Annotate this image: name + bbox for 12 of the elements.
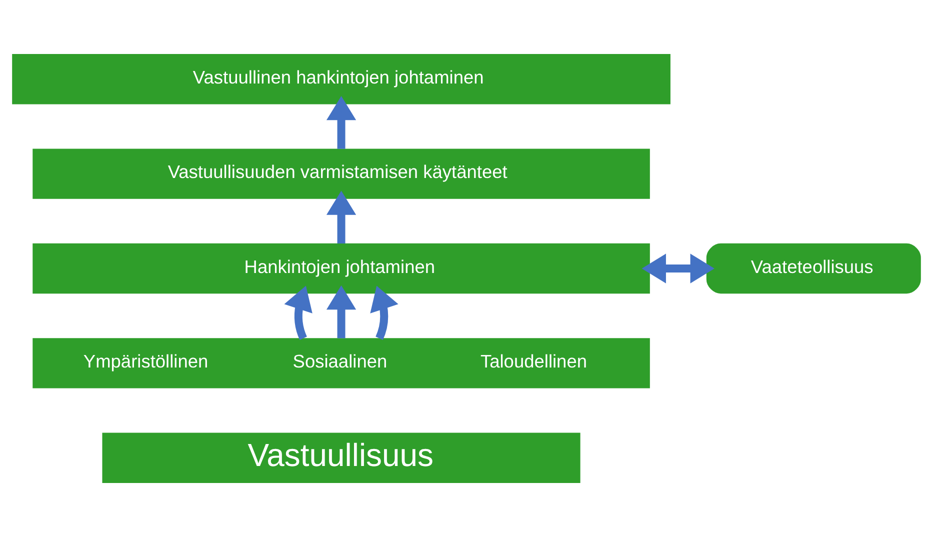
node-box: Ympäristöllinen Sosiaalinen Taloudellinen xyxy=(32,338,650,388)
arrow xyxy=(370,286,398,340)
node-box: Vastuullisuuden varmistamisen käytänteet xyxy=(32,148,650,199)
node-box: Vastuullisuus xyxy=(102,432,580,483)
arrow xyxy=(326,96,356,149)
node-box: Vaateteollisuus xyxy=(706,243,921,294)
node-box: Vastuullinen hankintojen johtaminen xyxy=(12,54,670,104)
node-box: Hankintojen johtaminen xyxy=(32,243,650,294)
arrow xyxy=(642,254,714,284)
arrow xyxy=(284,286,312,340)
arrow xyxy=(326,285,356,338)
arrow xyxy=(326,190,356,244)
